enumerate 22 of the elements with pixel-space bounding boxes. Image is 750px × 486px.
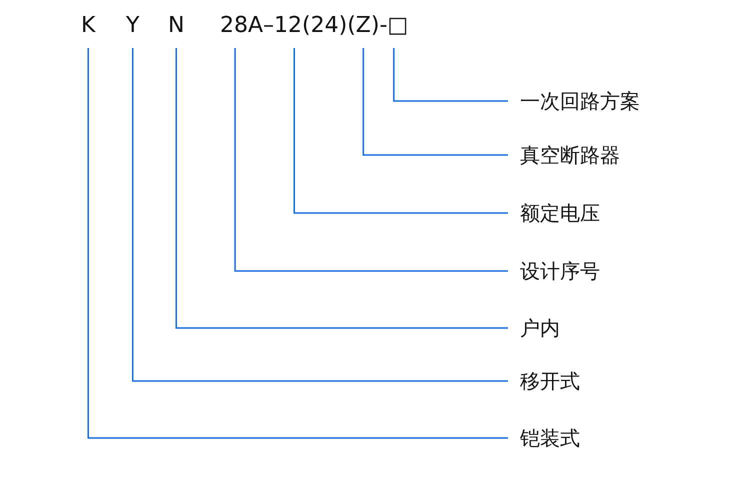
part-label: 铠装式 — [520, 425, 580, 451]
code-letter: N — [168, 12, 184, 40]
code-letter: -□ — [379, 12, 408, 40]
leader-line — [393, 48, 508, 102]
code-letter: K — [81, 12, 96, 40]
part-label: 额定电压 — [520, 200, 600, 226]
code-text: (24) — [302, 12, 348, 40]
part-label: 户内 — [520, 315, 560, 341]
leader-line — [362, 48, 508, 156]
code-letter: –12 — [263, 12, 302, 40]
leader-line — [132, 48, 508, 382]
part-label: 设计序号 — [520, 258, 600, 284]
code-letter: 28A — [220, 12, 264, 40]
code-letter: Y — [126, 12, 140, 40]
leader-line — [175, 48, 508, 329]
part-label: 移开式 — [520, 368, 580, 394]
code-letter: (Z) — [347, 12, 380, 40]
leader-line — [234, 48, 508, 272]
leader-line — [87, 48, 508, 439]
leader-line — [294, 48, 508, 214]
part-label: 真空断路器 — [520, 142, 620, 168]
part-label: 一次回路方案 — [520, 88, 640, 114]
